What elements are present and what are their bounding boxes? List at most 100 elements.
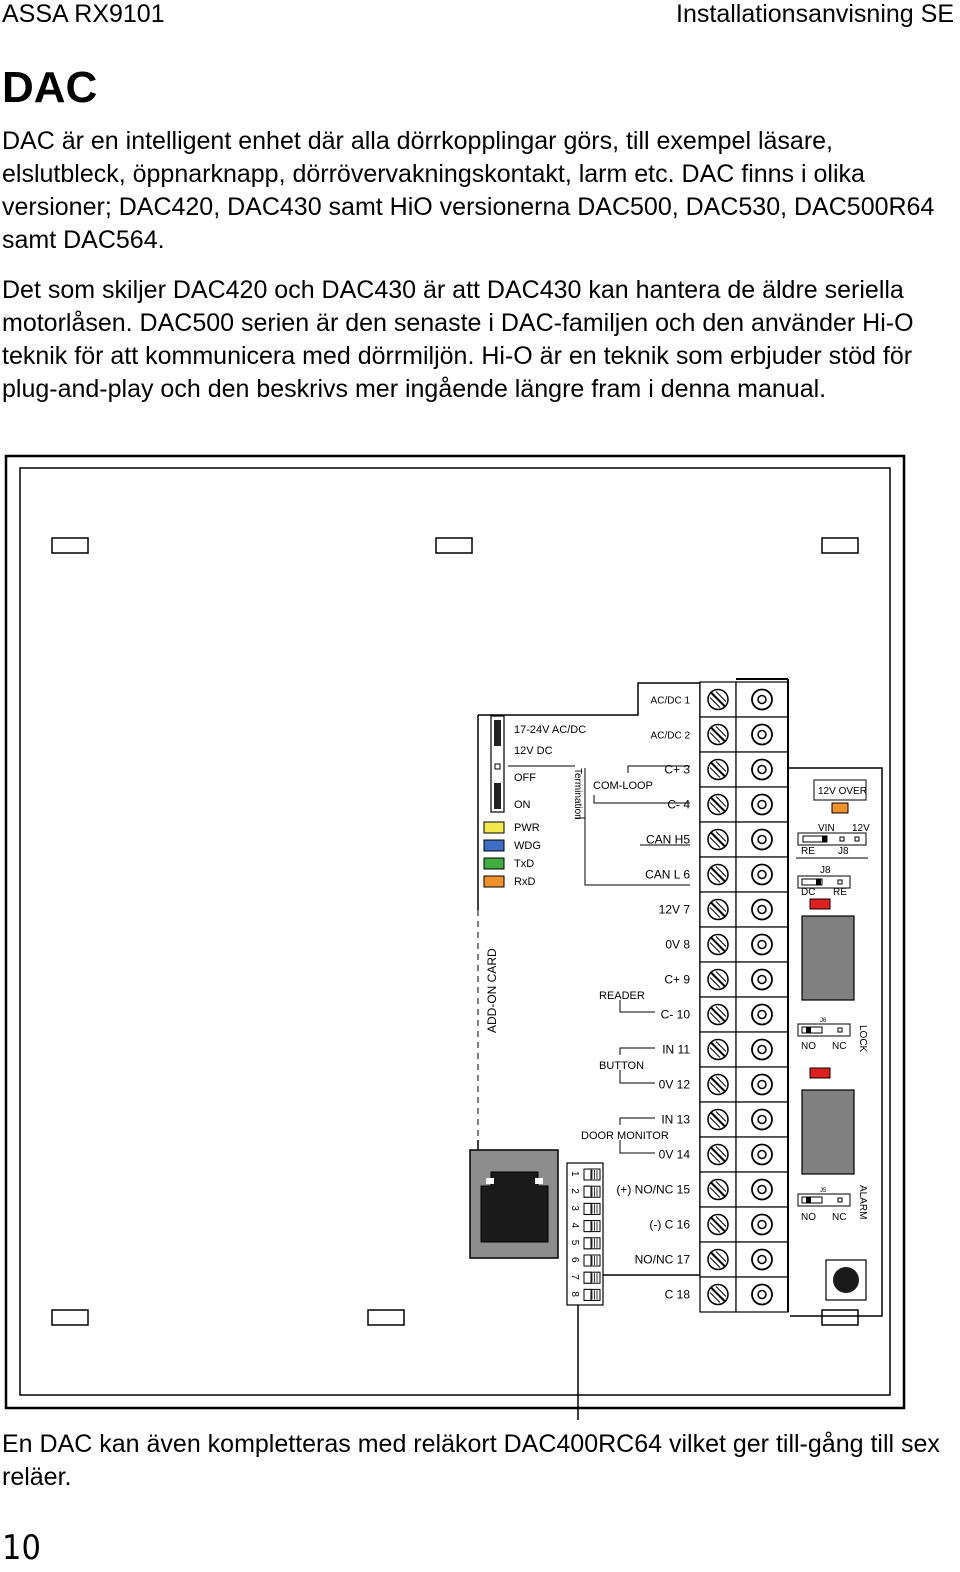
terminal-label: AC/DC 2: [651, 731, 691, 742]
dip-switch-2: 2: [569, 1185, 601, 1198]
led-label-pwr: PWR: [514, 822, 540, 834]
led-rxd: [483, 875, 505, 888]
terminal-label: C- 10: [661, 1008, 691, 1022]
j8-label: J8: [820, 865, 831, 876]
dip-number: 5: [569, 1240, 580, 1246]
header-left: ASSA RX9101: [2, 0, 165, 28]
lock-nc-label: NC: [832, 1041, 846, 1052]
terminal-label: (-) C 16: [649, 1218, 690, 1232]
right-panel: 12V OVER VIN 12V RE J8 J8 DC RE J6 NO NC…: [796, 779, 870, 1301]
j8-top-label: J8: [838, 846, 849, 857]
terminal-label: AC/DC 1: [651, 696, 691, 707]
difference-paragraph: Det som skiljer DAC420 och DAC430 är att…: [2, 276, 914, 403]
relay-card-paragraph: En DAC kan även kompletteras med reläkor…: [2, 1430, 940, 1491]
termination-label: Termination: [572, 768, 583, 820]
enclosure-inner: [19, 467, 891, 1396]
lock-relay: [801, 915, 855, 1001]
terminal-9: C+ 9: [664, 961, 789, 998]
led-wdg: [483, 839, 505, 852]
dc-label: DC: [801, 887, 815, 898]
page-number: 10: [2, 1528, 41, 1568]
vin-label: VIN: [818, 823, 835, 834]
reader-label: READER: [599, 990, 645, 1002]
alarm-jumper-label: J5: [820, 1188, 827, 1194]
v12-label: 12V: [852, 823, 870, 834]
dip-switch-8: 8: [569, 1288, 601, 1301]
dip-number: 8: [569, 1291, 580, 1297]
dip-number: 1: [569, 1171, 580, 1177]
terminal-label: IN 13: [661, 1113, 690, 1127]
header-right: Installationsanvisning SE: [676, 0, 954, 28]
mount-tab: [367, 1309, 405, 1326]
dip-number: 7: [569, 1274, 580, 1280]
re-top-label: RE: [801, 846, 815, 857]
led-label-rxd: RxD: [514, 876, 535, 888]
dip-switch-7: 7: [569, 1271, 601, 1284]
terminal-1: AC/DC 1: [651, 681, 789, 718]
terminal-label: 0V 14: [659, 1148, 691, 1162]
terminal-label: (+) NO/NC 15: [616, 1183, 690, 1197]
terminal-8: 0V 8: [665, 926, 789, 963]
terminal-18: C 18: [665, 1276, 789, 1313]
dac-board-diagram: 17-24V AC/DC 12V DC OFF ON Termination C…: [4, 454, 906, 1420]
over-12v-label: 12V OVER: [818, 786, 867, 797]
door-monitor-label: DOOR MONITOR: [581, 1130, 669, 1142]
page-title: DAC: [2, 63, 98, 112]
terminal-16: (-) C 16: [649, 1206, 789, 1243]
dip-number: 4: [569, 1223, 580, 1229]
dip-switch-4: 4: [569, 1220, 601, 1233]
power-label-acdc: 17-24V AC/DC: [514, 724, 586, 736]
lock-jumper-label: J6: [820, 1018, 827, 1024]
alarm-relay: [801, 1089, 855, 1175]
terminal-7: 12V 7: [659, 891, 789, 928]
mount-tab: [51, 1309, 89, 1326]
led-pwr: [483, 821, 505, 834]
terminal-10: C- 10: [661, 996, 789, 1033]
led-label-wdg: WDG: [514, 840, 541, 852]
com-loop-label: COM-LOOP: [593, 780, 653, 792]
dip-number: 2: [569, 1188, 580, 1194]
dip-number: 3: [569, 1205, 580, 1211]
terminal-label: 12V 7: [659, 903, 691, 917]
terminal-label: C+ 3: [664, 763, 690, 777]
terminal-label: CAN L 6: [645, 868, 690, 882]
terminal-3: C+ 3: [664, 751, 789, 788]
mount-tab: [821, 537, 859, 554]
terminal-label: C- 4: [667, 798, 690, 812]
status-led-red-1: [809, 898, 831, 910]
alarm-nc-label: NC: [832, 1212, 846, 1223]
terminal-label: 0V 8: [665, 938, 690, 952]
terminal-5: CAN H5: [646, 821, 789, 858]
led-label-txd: TxD: [514, 858, 534, 870]
mount-tab: [435, 537, 473, 554]
dip-switch-3: 3: [569, 1202, 601, 1215]
terminal-4: C- 4: [667, 786, 789, 823]
terminal-label: C+ 9: [664, 973, 690, 987]
board-outline-right: [788, 767, 883, 1317]
status-leds: PWR WDG TxD RxD: [483, 821, 541, 888]
dip-switch-1: 1: [569, 1168, 601, 1181]
dip-switch-6: 6: [569, 1254, 601, 1267]
over-12v-led: [831, 802, 849, 814]
alarm-no-label: NO: [801, 1212, 816, 1223]
dip-switch: 1 2 3 4 5 6 7 8: [566, 1162, 604, 1306]
intro-paragraph: DAC är en intelligent enhet där alla dör…: [2, 127, 935, 254]
lock-label: LOCK: [857, 1025, 868, 1053]
dip-switch-5: 5: [569, 1237, 601, 1250]
power-label-on: ON: [514, 799, 531, 811]
terminal-2: AC/DC 2: [651, 716, 789, 753]
addon-card-label: ADD-ON CARD: [485, 948, 499, 1033]
terminal-label: NO/NC 17: [635, 1253, 691, 1267]
terminal-17: NO/NC 17: [635, 1241, 789, 1278]
power-label-dc: 12V DC: [514, 745, 553, 757]
lock-no-label: NO: [801, 1041, 816, 1052]
terminal-block: AC/DC 1 AC/DC 2 C+ 3 C- 4 CAN H5 CAN L 6 12V 7…: [616, 678, 789, 1313]
terminal-15: (+) NO/NC 15: [616, 1171, 789, 1208]
terminal-label: CAN H5: [646, 833, 690, 847]
led-txd: [483, 857, 505, 870]
terminal-label: C 18: [665, 1288, 691, 1302]
dip-number: 6: [569, 1257, 580, 1263]
alarm-label: ALARM: [857, 1185, 868, 1219]
re-label: RE: [833, 887, 847, 898]
status-led-red-2: [809, 1067, 831, 1079]
